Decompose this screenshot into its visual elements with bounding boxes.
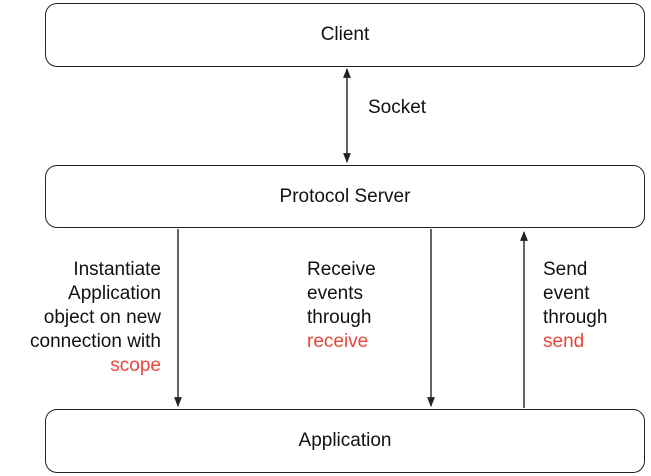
protocol-server-box: Protocol Server bbox=[45, 165, 645, 228]
application-box: Application bbox=[45, 409, 645, 473]
receive-keyword: receive bbox=[307, 331, 369, 352]
client-box: Client bbox=[45, 3, 645, 67]
client-label: Client bbox=[320, 24, 370, 45]
send-line-3: through bbox=[543, 307, 608, 328]
application-label: Application bbox=[298, 430, 392, 451]
receive-line-1: Receive bbox=[307, 259, 376, 280]
instantiate-line-1: Instantiate bbox=[73, 259, 161, 280]
instantiate-line-2: Application bbox=[68, 283, 161, 304]
send-line-2: event bbox=[543, 283, 590, 304]
receive-line-2: events bbox=[307, 283, 363, 304]
send-line-1: Send bbox=[543, 259, 588, 280]
protocol-server-label: Protocol Server bbox=[279, 185, 411, 207]
receive-line-3: through bbox=[307, 307, 372, 328]
instantiate-label: Instantiate Application object on new co… bbox=[30, 258, 161, 378]
socket-label: Socket bbox=[368, 97, 427, 118]
instantiate-line-3: object on new bbox=[43, 307, 161, 328]
send-keyword: send bbox=[543, 331, 585, 352]
send-label: Send event through send bbox=[543, 258, 607, 354]
scope-keyword: scope bbox=[110, 355, 161, 376]
receive-label: Receive events through receive bbox=[307, 258, 376, 354]
instantiate-line-4: connection with bbox=[30, 331, 161, 352]
